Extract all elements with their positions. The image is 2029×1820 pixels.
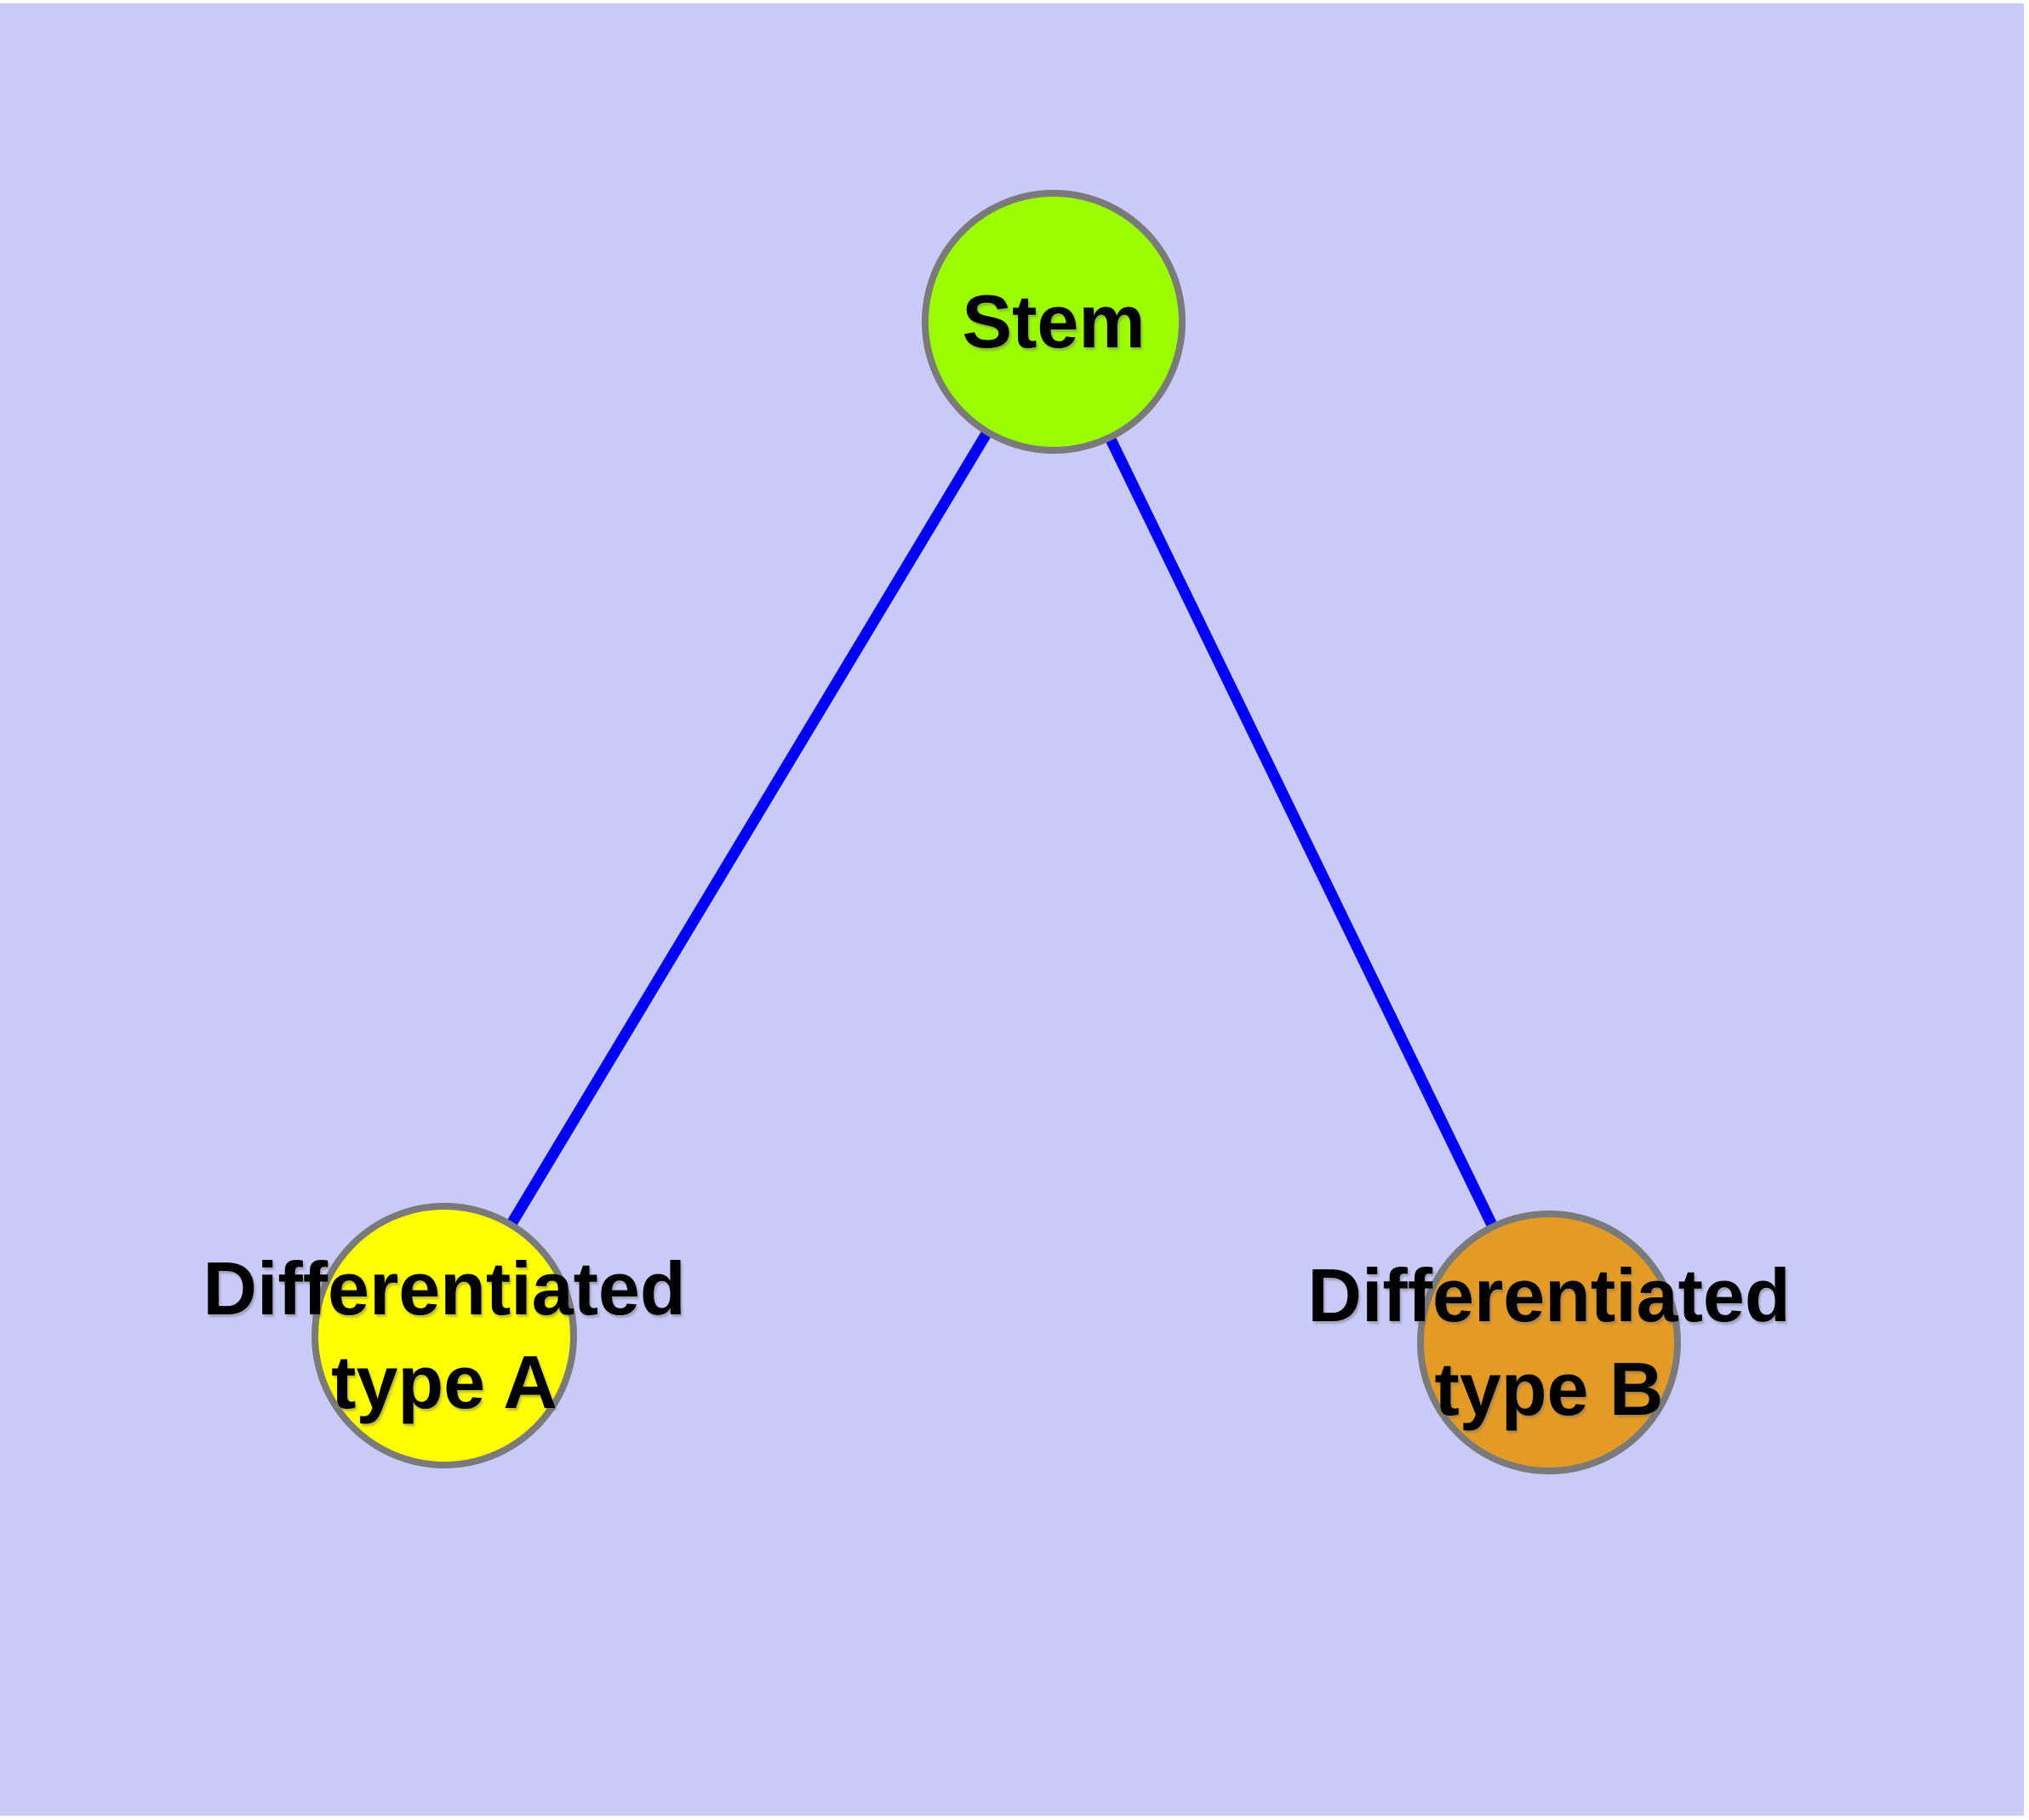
node-stem-circle [922,190,1186,454]
plot-canvas: Stem Differentiated type A Differentiate… [0,3,2024,1816]
node-typeB-circle [1417,1210,1681,1474]
graph-svg [311,190,1681,1474]
edge-stem-to-typeA [439,318,1059,1339]
edge-stem-to-typeB [1049,319,1554,1345]
node-typeA-circle [311,1203,577,1468]
